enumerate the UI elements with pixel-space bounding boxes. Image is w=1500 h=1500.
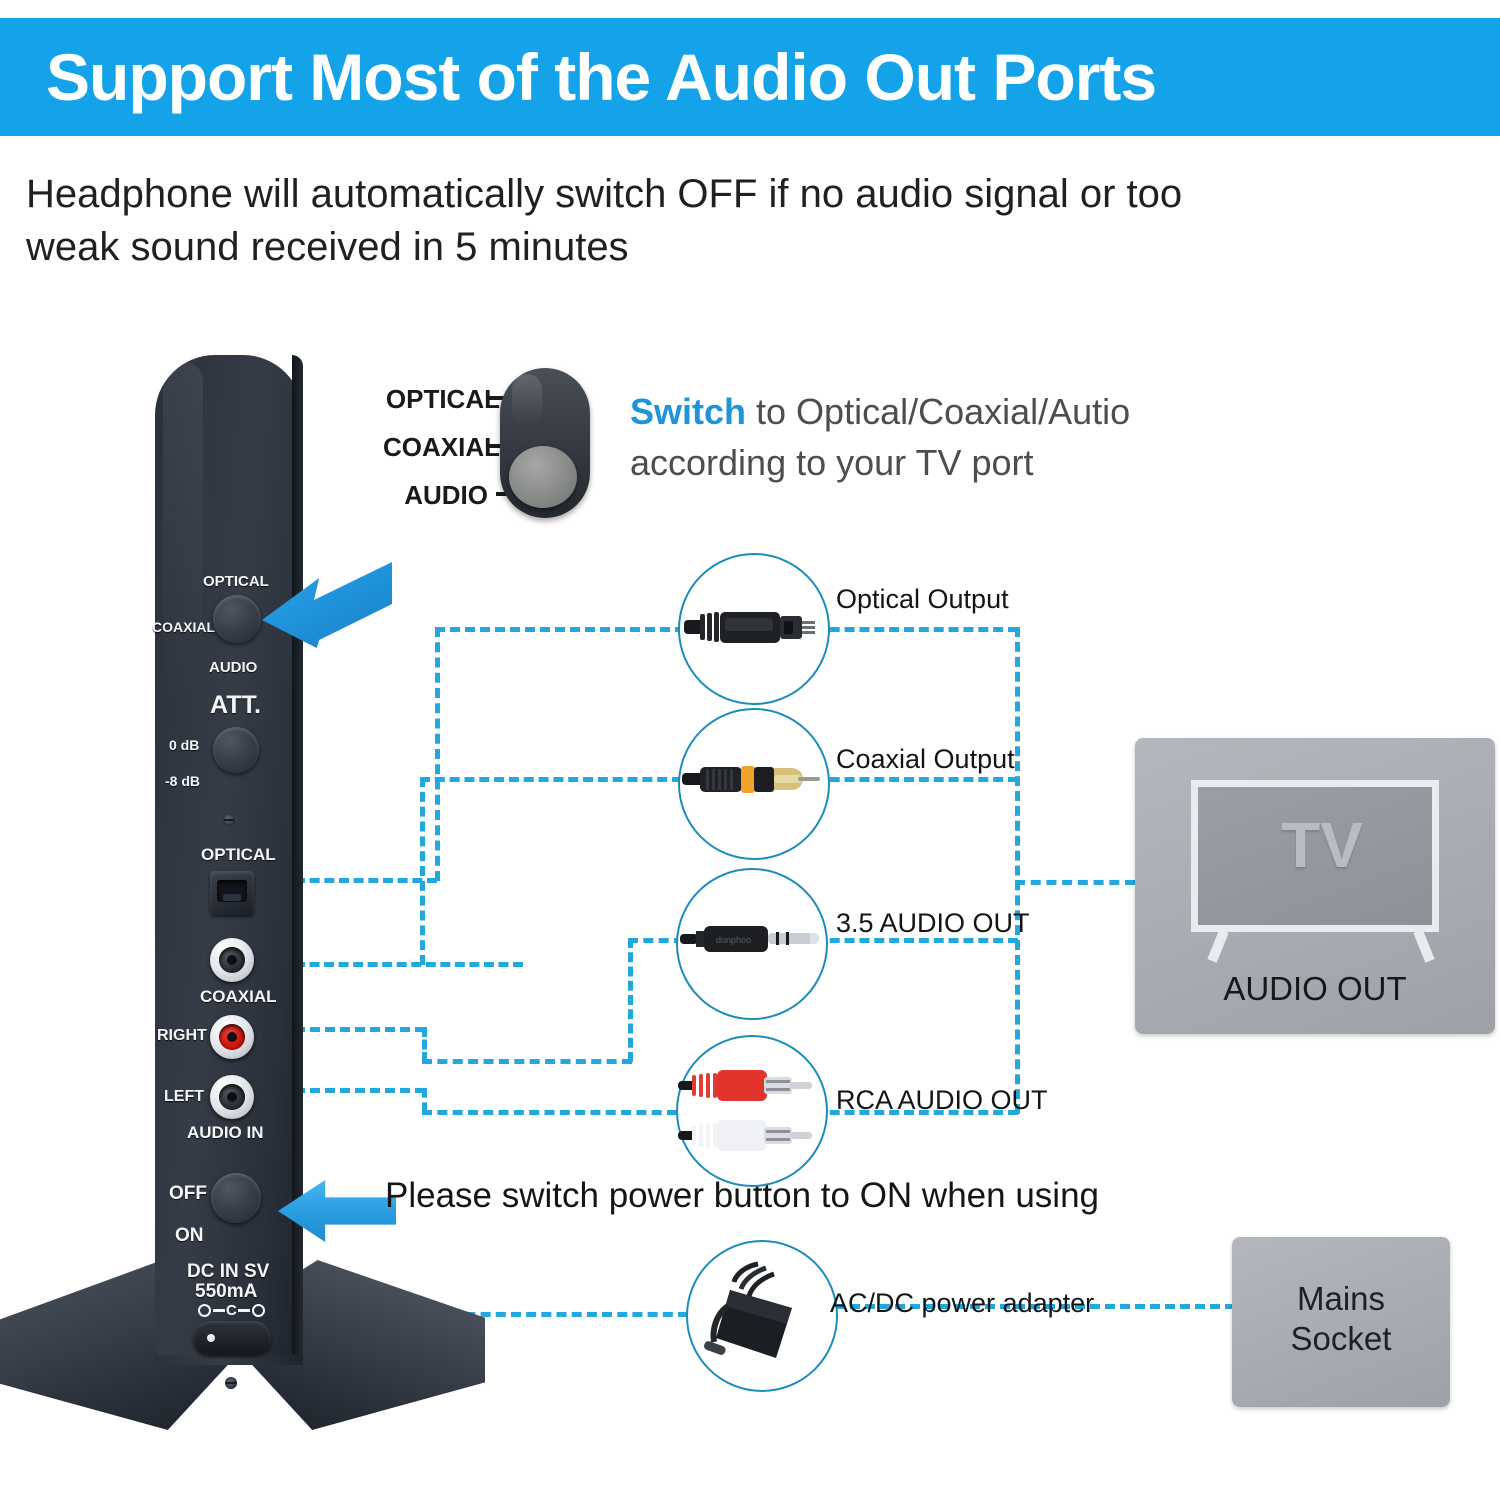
switch-instruction-line2: according to your TV port bbox=[630, 442, 1034, 484]
35mm-jack-connector-icon: dunphoo bbox=[680, 926, 820, 952]
power-adapter-icon bbox=[704, 1261, 792, 1358]
wire-bus-rca bbox=[800, 1110, 1018, 1115]
dc-power-jack[interactable] bbox=[193, 1321, 271, 1355]
wire-right-d bbox=[628, 938, 633, 1062]
wire-bus-cox bbox=[800, 777, 1018, 782]
switch-option-audio: AUDIO bbox=[404, 480, 488, 510]
callout-label-optical: Optical Output bbox=[836, 584, 1009, 614]
dc-polarity-icon: C bbox=[198, 1303, 265, 1318]
switch-option-optical: OPTICAL bbox=[385, 384, 500, 414]
tv-leg-right-icon bbox=[1413, 929, 1435, 963]
label-power-off: OFF bbox=[169, 1183, 207, 1204]
label-att-0db: 0 dB bbox=[169, 737, 200, 753]
label-dc-in-line1: DC IN SV bbox=[187, 1261, 270, 1282]
wire-bus-35 bbox=[800, 938, 1018, 943]
wire-optical-b bbox=[435, 627, 440, 881]
switch-instruction: Switch to Optical/Coaxial/Autio accordin… bbox=[630, 386, 1230, 488]
rca-pair-connector-icon bbox=[678, 1070, 812, 1151]
wire-bus-to-tv bbox=[1015, 880, 1135, 885]
label-source-optical: OPTICAL bbox=[203, 573, 269, 590]
page-title: Support Most of the Audio Out Ports bbox=[46, 40, 1157, 114]
label-dc-in-line2: 550mA bbox=[195, 1281, 258, 1302]
wire-left-c bbox=[422, 1110, 677, 1115]
power-switch-knob[interactable] bbox=[211, 1173, 261, 1223]
wire-left-b bbox=[422, 1088, 427, 1112]
source-select-knob[interactable] bbox=[213, 595, 261, 643]
device-column: OPTICAL COAXIAL AUDIO ATT. 0 dB -8 dB OP… bbox=[152, 355, 303, 1389]
tv-audio-out-caption: AUDIO OUT bbox=[1223, 970, 1407, 1007]
tv-screen-frame: TV bbox=[1191, 780, 1439, 932]
label-source-audio: AUDIO bbox=[209, 659, 258, 676]
toslink-connector-icon bbox=[684, 612, 815, 643]
switch-instruction-rest: to Optical/Coaxial/Autio bbox=[746, 391, 1131, 432]
callout-label-rca: RCA AUDIO OUT bbox=[836, 1085, 1048, 1115]
label-audio-in: AUDIO IN bbox=[187, 1123, 264, 1142]
wire-right-a bbox=[295, 1027, 425, 1032]
wire-right-c bbox=[422, 1059, 632, 1064]
label-port-right: RIGHT bbox=[157, 1027, 207, 1044]
label-att-8db: -8 dB bbox=[165, 773, 200, 789]
optical-port[interactable] bbox=[210, 871, 254, 915]
svg-text:dunphoo: dunphoo bbox=[716, 935, 751, 945]
tv-box: TV AUDIO OUT bbox=[1135, 738, 1495, 1034]
rca-left-port[interactable] bbox=[210, 1075, 254, 1119]
coaxial-port[interactable] bbox=[210, 938, 254, 982]
callout-label-adapter: AC/DC power adapter bbox=[830, 1288, 1095, 1318]
label-att-title: ATT. bbox=[210, 691, 261, 719]
wire-coaxial-c bbox=[420, 777, 682, 782]
toggle-switch-graphic[interactable] bbox=[500, 368, 590, 518]
wire-coaxial-b bbox=[420, 777, 425, 965]
device-gloss bbox=[163, 361, 203, 701]
rca-coaxial-connector-icon bbox=[682, 766, 820, 793]
wire-bus-vertical bbox=[1015, 627, 1020, 1114]
screw-icon-top bbox=[223, 814, 235, 826]
switch-thumb[interactable] bbox=[509, 446, 577, 508]
tv-leg-left-icon bbox=[1207, 929, 1229, 963]
label-port-left: LEFT bbox=[164, 1088, 204, 1105]
wire-left-a bbox=[295, 1088, 425, 1093]
label-source-coaxial: COAXIAL bbox=[152, 619, 215, 635]
wire-optical-a bbox=[295, 878, 437, 883]
device-right-edge bbox=[292, 355, 303, 1355]
wire-coaxial-a bbox=[295, 962, 523, 967]
label-port-coaxial: COAXIAL bbox=[200, 987, 277, 1006]
tv-screen-label: TV bbox=[1281, 809, 1363, 881]
switch-option-coaxial: COAXIAL bbox=[383, 432, 500, 462]
callout-label-coaxial: Coaxial Output bbox=[836, 744, 1015, 774]
wire-bus-opt bbox=[800, 627, 1018, 632]
mains-socket-line1: Mains bbox=[1296, 1280, 1386, 1317]
screw-icon-bottom bbox=[225, 1377, 237, 1389]
wire-power-a bbox=[268, 1312, 688, 1317]
subtitle-text: Headphone will automatically switch OFF … bbox=[26, 172, 1183, 269]
label-port-optical: OPTICAL bbox=[201, 845, 276, 864]
wire-power-b bbox=[805, 1304, 1235, 1309]
callout-bubble-rca bbox=[676, 1035, 828, 1187]
callout-label-35mm: 3.5 AUDIO OUT bbox=[836, 908, 1030, 938]
audio-transmitter-device: OPTICAL COAXIAL AUDIO ATT. 0 dB -8 dB OP… bbox=[0, 355, 485, 1430]
wire-right-b bbox=[422, 1027, 427, 1062]
mains-socket-label: Mains Socket bbox=[1232, 1279, 1450, 1360]
rca-right-port[interactable] bbox=[210, 1015, 254, 1059]
switch-instruction-highlight: Switch bbox=[630, 391, 747, 432]
wire-right-e bbox=[628, 938, 684, 943]
label-power-on: ON bbox=[175, 1225, 204, 1246]
header-banner: Support Most of the Audio Out Ports bbox=[0, 18, 1500, 136]
attenuator-knob[interactable] bbox=[213, 727, 259, 773]
mains-socket-box: Mains Socket bbox=[1232, 1237, 1450, 1407]
wire-optical-c bbox=[435, 627, 685, 632]
mains-socket-line2: Socket bbox=[1290, 1320, 1392, 1358]
